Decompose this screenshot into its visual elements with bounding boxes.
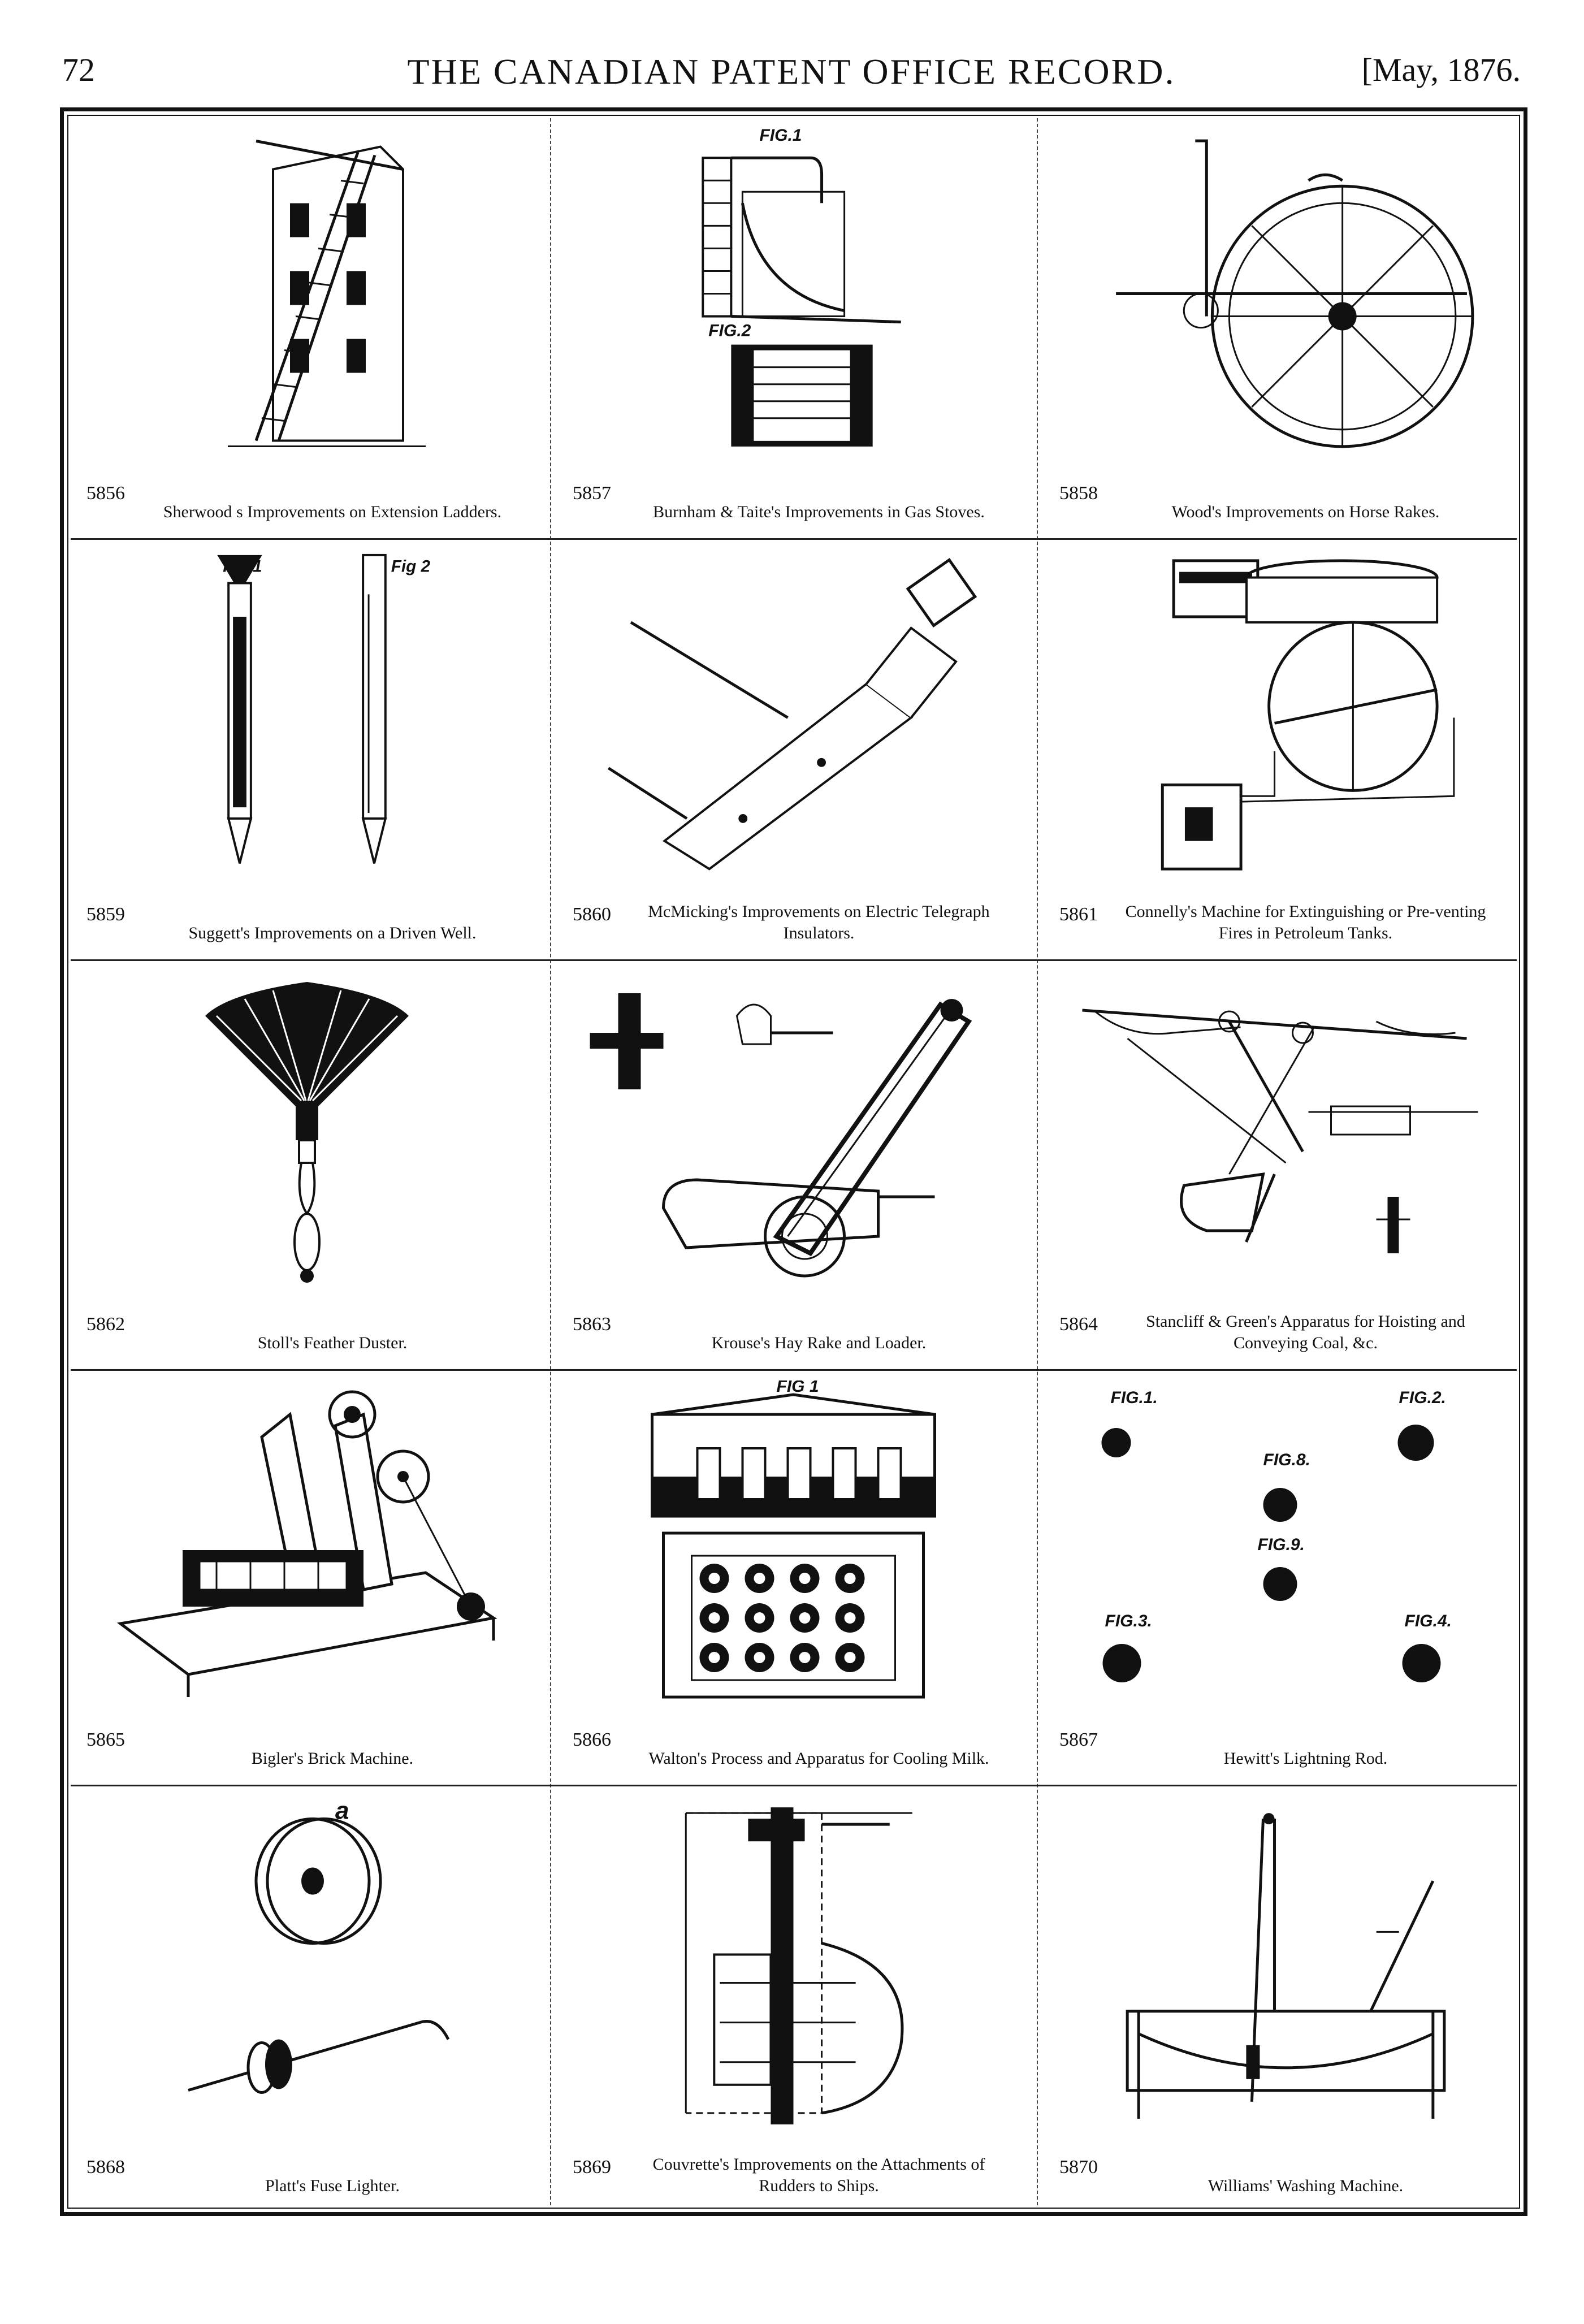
plate-number: 5869	[573, 2157, 611, 2178]
row-divider	[71, 1369, 1517, 1371]
plate-5861: 5861 Connelly's Machine for Extinguishin…	[1037, 538, 1524, 959]
plate-title: Bigler's Brick Machine.	[251, 1749, 414, 1768]
washing-machine-icon	[1059, 1796, 1501, 2133]
telegraph-insulator-icon	[573, 549, 1014, 880]
row-divider	[71, 959, 1517, 961]
plate-title: Stoll's Feather Duster.	[257, 1333, 408, 1352]
fig-label: FIG.2.	[1399, 1388, 1446, 1407]
plate-5864: 5864 Stancliff & Green's Apparatus for H…	[1037, 959, 1524, 1369]
horse-rake-icon	[1059, 123, 1501, 459]
fig-label: FIG.3.	[1105, 1612, 1152, 1630]
plate-5866: FIG 1	[550, 1369, 1037, 1785]
fig-label: FIG.1	[759, 126, 802, 145]
plate-title: Krouse's Hay Rake and Loader.	[711, 1333, 927, 1352]
plate-5862: 5862 Stoll's Feather Duster.	[64, 959, 550, 1369]
plate-number: 5866	[573, 1729, 611, 1750]
plate-5858: 5858 Wood's Improvements on Horse Rakes.	[1037, 111, 1524, 538]
fig-label: FIG.4.	[1405, 1612, 1452, 1630]
fig-label: FIG.9.	[1258, 1535, 1305, 1554]
plate-title: Connelly's Machine for Extinguishing or …	[1125, 902, 1486, 942]
coal-hoist-icon	[1059, 971, 1501, 1290]
plate-title: McMicking's Improvements on Electric Tel…	[648, 902, 990, 942]
running-title: THE CANADIAN PATENT OFFICE RECORD.	[407, 51, 1176, 92]
plate-title: Sherwood s Improvements on Extension Lad…	[163, 502, 502, 521]
plate-title: Walton's Process and Apparatus for Cooli…	[648, 1749, 989, 1768]
plate-number: 5859	[86, 904, 125, 925]
plate-number: 5860	[573, 904, 611, 925]
plate-number: 5865	[86, 1729, 125, 1750]
plate-number: 5861	[1059, 904, 1098, 925]
plate-title: Williams' Washing Machine.	[1208, 2176, 1404, 2195]
plate-title: Platt's Fuse Lighter.	[265, 2176, 400, 2195]
fig-label: Fig 2	[391, 557, 431, 576]
plate-5863: 5863 Krouse's Hay Rake and Loader.	[550, 959, 1037, 1369]
page-header: 72 THE CANADIAN PATENT OFFICE RECORD. [M…	[62, 40, 1521, 102]
rudder-icon	[573, 1796, 1014, 2133]
plate-5857: FIG.1 FIG.2 5857 Burnham & Taite's Impro…	[550, 111, 1037, 538]
plate-number: 5863	[573, 1314, 611, 1335]
plate-title: Wood's Improvements on Horse Rakes.	[1171, 502, 1440, 521]
plate-5868: a 5868 Platt's Fuse Lighter.	[64, 1785, 550, 2212]
plate-number: 5862	[86, 1314, 125, 1335]
plate-number: 5867	[1059, 1729, 1098, 1750]
issue-date: [May, 1876.	[1361, 51, 1521, 88]
plate-5867: FIG.1. FIG.2. FIG.8. FIG.9. FIG.3. FIG.4…	[1037, 1369, 1524, 1785]
hay-loader-icon	[573, 971, 1014, 1290]
fig-label: FIG.1.	[1111, 1388, 1158, 1407]
plate-title: Hewitt's Lightning Rod.	[1223, 1749, 1388, 1768]
patent-plates-grid: 5856 Sherwood s Improvements on Extensio…	[60, 107, 1527, 2216]
plate-5870: 5870 Williams' Washing Machine.	[1037, 1785, 1524, 2212]
ladder-icon	[86, 123, 527, 459]
column-divider	[550, 118, 551, 2205]
fig-label: FIG 1	[777, 1380, 819, 1396]
plate-title: Burnham & Taite's Improvements in Gas St…	[653, 502, 985, 521]
row-divider	[71, 1785, 1517, 1786]
lightning-rod-icon: FIG.1. FIG.2. FIG.8. FIG.9. FIG.3. FIG.4…	[1059, 1380, 1501, 1706]
milk-cooler-icon: FIG 1	[573, 1380, 1014, 1706]
brick-machine-icon	[86, 1380, 527, 1706]
plate-number: 5868	[86, 2157, 125, 2178]
fig-label: FIG.8.	[1263, 1451, 1310, 1469]
plate-5869: 5869 Couvrette's Improvements on the Att…	[550, 1785, 1037, 2212]
plate-number: 5858	[1059, 483, 1098, 504]
driven-well-icon: Fig 1 Fig 2	[86, 549, 527, 880]
plate-5860: 5860 McMicking's Improvements on Electri…	[550, 538, 1037, 959]
petroleum-tank-icon	[1059, 549, 1501, 880]
gas-stove-icon: FIG.1 FIG.2	[573, 123, 1014, 459]
column-divider	[1037, 118, 1038, 2205]
plate-title: Stancliff & Green's Apparatus for Hoisti…	[1146, 1312, 1465, 1352]
plate-number: 5870	[1059, 2157, 1098, 2178]
plate-5859: Fig 1 Fig 2 5859 Suggett's Improvements …	[64, 538, 550, 959]
plate-title: Suggett's Improvements on a Driven Well.	[188, 923, 477, 942]
feather-duster-icon	[86, 971, 527, 1290]
page-number: 72	[62, 51, 95, 88]
fuse-lighter-icon: a	[86, 1796, 527, 2133]
row-divider	[71, 538, 1517, 540]
plate-title: Couvrette's Improvements on the Attachme…	[652, 2155, 985, 2195]
plate-5865: 5865 Bigler's Brick Machine.	[64, 1369, 550, 1785]
plate-number: 5856	[86, 483, 125, 504]
plate-number: 5864	[1059, 1314, 1098, 1335]
fig-label: FIG.2	[708, 322, 751, 340]
plate-number: 5857	[573, 483, 611, 504]
plate-5856: 5856 Sherwood s Improvements on Extensio…	[64, 111, 550, 538]
